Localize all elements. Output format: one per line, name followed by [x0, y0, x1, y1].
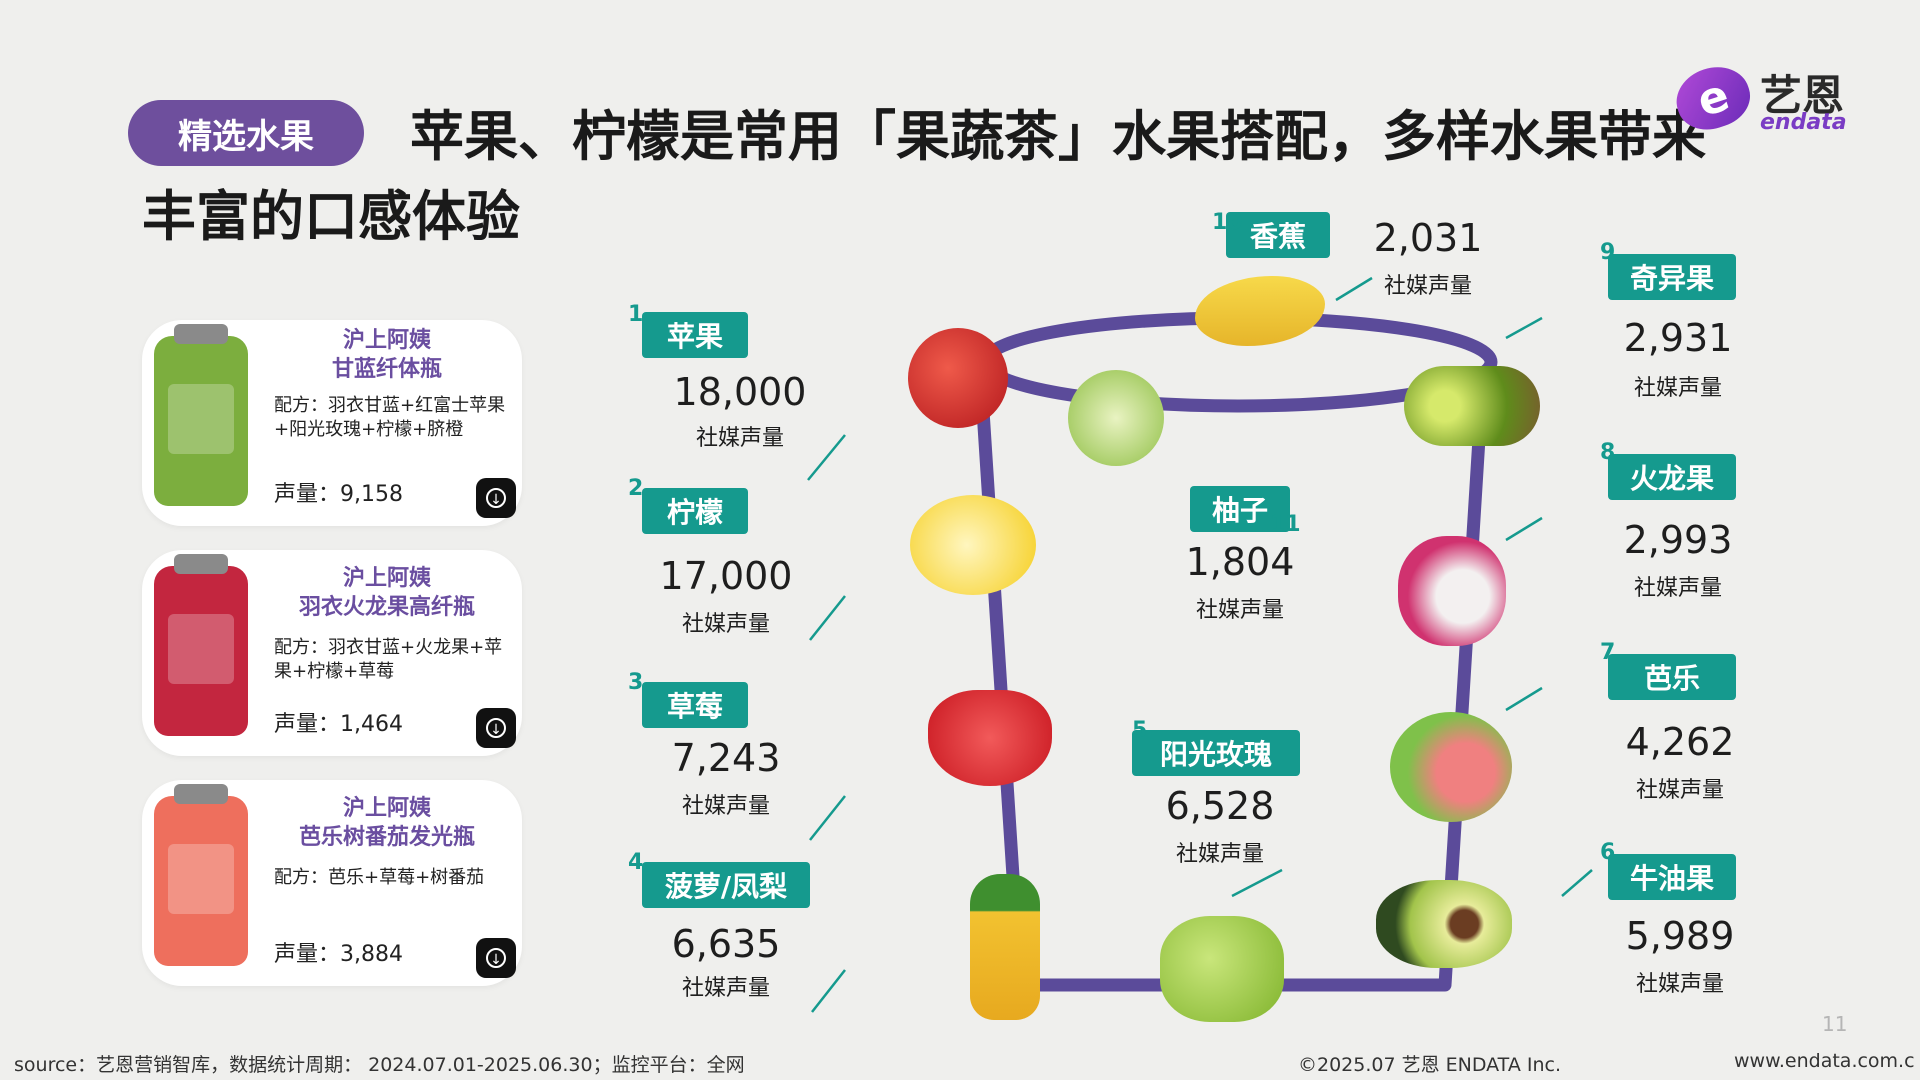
fruit-volume: 2,993	[1623, 518, 1733, 562]
fruit-volume-label: 社媒声量	[1635, 778, 1724, 803]
rank-number: 5	[1132, 718, 1148, 743]
website-link[interactable]: www.endata.com.c	[1734, 1050, 1915, 1072]
product-volume: 声量：9,158	[274, 482, 403, 507]
fruit-volume-label: 社媒声量	[1175, 842, 1264, 867]
product-name-line2: 甘蓝纤体瓶	[331, 357, 442, 382]
product-jar-image	[154, 784, 248, 966]
fruit-volume-label: 社媒声量	[1635, 972, 1724, 997]
fruit-tag-banana: 香蕉	[1226, 212, 1330, 258]
product-formula: 配方：羽衣甘蓝+火龙果+苹果+柠檬+草莓	[274, 637, 503, 682]
strawberry-icon	[928, 690, 1052, 786]
fruit-volume: 18,000	[673, 370, 807, 414]
product-volume: 声量：3,884	[274, 942, 403, 967]
rank-number: 8	[1600, 440, 1616, 465]
leader-lines	[807, 276, 1593, 1013]
rank-number: 6	[1600, 840, 1616, 865]
download-icon: ↓	[486, 718, 506, 738]
product-name-line1: 沪上阿姨	[342, 796, 431, 821]
source-note: source：艺恩营销智库，数据统计周期： 2024.07.01-2025.06…	[14, 1054, 745, 1076]
rank-number: 7	[1600, 640, 1616, 665]
avocado-icon	[1376, 880, 1512, 968]
fruit-volume-label: 社媒声量	[1633, 576, 1722, 601]
fruit-volume-label: 社媒声量	[1383, 274, 1472, 299]
page-title-line2: 丰富的口感体验	[142, 185, 520, 248]
rank-number: 10	[1212, 210, 1243, 235]
download-button[interactable]: ↓	[476, 478, 516, 518]
product-jar-image	[154, 324, 248, 506]
product-name-line1: 沪上阿姨	[342, 328, 431, 353]
product-name-line2: 羽衣火龙果高纤瓶	[298, 595, 475, 620]
download-button[interactable]: ↓	[476, 708, 516, 748]
pomelo-icon	[1068, 370, 1164, 466]
rank-number: 3	[628, 670, 644, 695]
logo-name-en: endata	[1760, 110, 1847, 135]
fruit-volume-label: 社媒声量	[1195, 598, 1284, 623]
product-formula: 配方：芭乐+草莓+树番茄	[274, 867, 485, 888]
download-icon: ↓	[486, 948, 506, 968]
logo-name-cn: 艺恩	[1760, 71, 1845, 120]
fruit-volume-label: 社媒声量	[681, 794, 770, 819]
download-button[interactable]: ↓	[476, 938, 516, 978]
dragon-fruit-icon	[1398, 536, 1506, 646]
product-jar-image	[154, 554, 248, 736]
product-formula: 配方：羽衣甘蓝+红富士苹果+阳光玫瑰+柠檬+脐橙	[274, 395, 506, 440]
kiwi-icon	[1404, 366, 1540, 446]
fruit-volume: 4,262	[1625, 720, 1735, 764]
fruit-tag-guava: 芭乐	[1608, 654, 1736, 700]
page-number: 11	[1822, 1012, 1848, 1036]
lemon-icon	[910, 495, 1036, 595]
rank-number: 9	[1600, 240, 1616, 265]
pineapple-icon	[970, 874, 1040, 1020]
fruit-tag-strawberry: 草莓	[642, 682, 748, 728]
fruit-volume-label: 社媒声量	[681, 976, 770, 1001]
fruit-volume-label: 社媒声量	[1633, 376, 1722, 401]
product-card-1: 沪上阿姨 甘蓝纤体瓶 配方：羽衣甘蓝+红富士苹果+阳光玫瑰+柠檬+脐橙 声量：9…	[142, 320, 522, 526]
fruit-tag-shine-muscat: 阳光玫瑰	[1132, 730, 1300, 776]
fruit-tag-pineapple: 菠萝/凤梨	[642, 862, 810, 908]
section-tag: 精选水果	[128, 100, 364, 166]
guava-icon	[1390, 712, 1512, 822]
fruit-tag-lemon: 柠檬	[642, 488, 748, 534]
rank-number: 2	[628, 476, 644, 501]
fruit-volume: 6,528	[1165, 784, 1275, 828]
fruit-volume: 6,635	[671, 922, 781, 966]
rank-number: 4	[628, 850, 644, 875]
fruit-tag-pomelo: 柚子	[1190, 486, 1290, 532]
fruit-volume: 5,989	[1625, 914, 1735, 958]
endata-logo: e 艺恩 endata	[1668, 58, 1858, 138]
product-name-line2: 芭乐树番茄发光瓶	[298, 825, 475, 850]
fruit-volume: 2,031	[1373, 216, 1483, 260]
fruit-tag-apple: 苹果	[642, 312, 748, 358]
fruit-tag-kiwi: 奇异果	[1608, 254, 1736, 300]
fruit-volume: 1,804	[1185, 540, 1295, 584]
fruit-volume: 7,243	[671, 736, 781, 780]
grape-icon	[1160, 916, 1284, 1022]
fruit-volume: 17,000	[659, 554, 793, 598]
copyright: ©2025.07 艺恩 ENDATA Inc.	[1298, 1054, 1561, 1076]
rank-number: 11	[1270, 512, 1301, 537]
product-card-3: 沪上阿姨 芭乐树番茄发光瓶 配方：芭乐+草莓+树番茄 声量：3,884 ↓	[142, 780, 522, 986]
fruit-tag-avocado: 牛油果	[1608, 854, 1736, 900]
rank-number: 1	[628, 302, 644, 327]
page-title-line1: 苹果、柠檬是常用「果蔬茶」水果搭配，多样水果带来	[410, 105, 1706, 168]
fruit-volume-label: 社媒声量	[681, 612, 770, 637]
fruit-volume-label: 社媒声量	[695, 426, 784, 451]
product-volume: 声量：1,464	[274, 712, 403, 737]
product-card-2: 沪上阿姨 羽衣火龙果高纤瓶 配方：羽衣甘蓝+火龙果+苹果+柠檬+草莓 声量：1,…	[142, 550, 522, 756]
apple-icon	[908, 328, 1008, 428]
product-name-line1: 沪上阿姨	[342, 566, 431, 591]
fruit-tag-dragon-fruit: 火龙果	[1608, 454, 1736, 500]
download-icon: ↓	[486, 488, 506, 508]
fruit-volume: 2,931	[1623, 316, 1733, 360]
